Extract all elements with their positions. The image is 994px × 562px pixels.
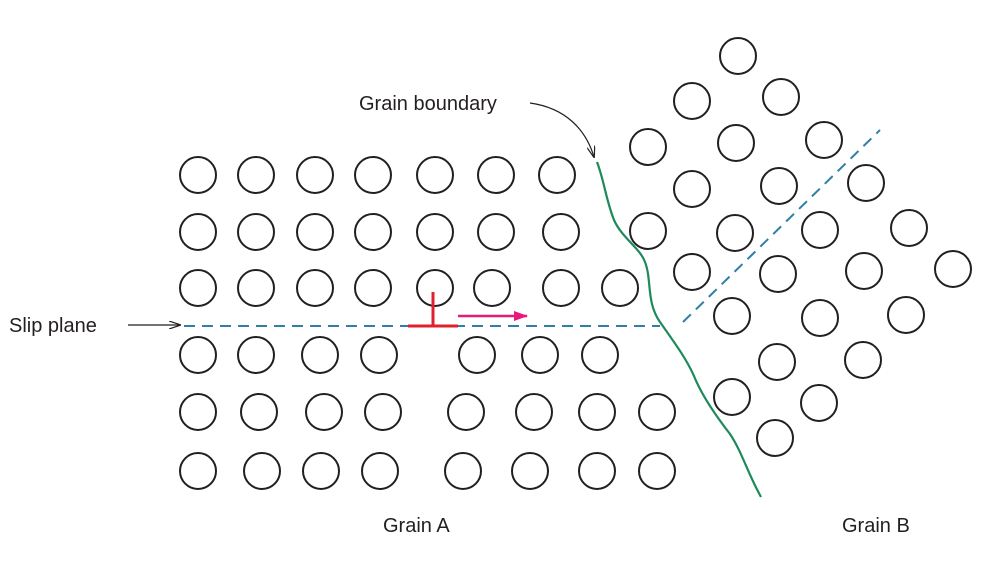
grain-a-atom [240, 393, 278, 431]
grain-a-atom [361, 452, 399, 490]
grain-b-atoms [629, 37, 972, 457]
grain-b-atom [760, 167, 798, 205]
grain-a-atom [601, 269, 639, 307]
grain-a-atom [354, 269, 392, 307]
grain-a-atom [581, 336, 619, 374]
grain-a-atom [305, 393, 343, 431]
edge-dislocation-symbol [408, 292, 458, 328]
grain-a-atom [638, 393, 676, 431]
grain-b-atom [673, 82, 711, 120]
grain-b-atom [887, 296, 925, 334]
grain-a-atom [447, 393, 485, 431]
grain-b-atom [716, 214, 754, 252]
grain-a-atom [458, 336, 496, 374]
grain-b-atom [717, 124, 755, 162]
grain-a-atom [444, 452, 482, 490]
grain-b-atom [801, 299, 839, 337]
grain-boundary-label: Grain boundary [359, 93, 497, 115]
grain-b-atom [719, 37, 757, 75]
grain-a-atom [302, 452, 340, 490]
grain-b-atom [673, 170, 711, 208]
grain-a-atom [364, 393, 402, 431]
grain-a-atom [416, 269, 454, 307]
grain-a-atom [237, 156, 275, 194]
grain-b-atom [756, 419, 794, 457]
grain-b-atom [762, 78, 800, 116]
grain-a-atom [296, 156, 334, 194]
grain-b-atom [713, 297, 751, 335]
grain-a-atom [416, 213, 454, 251]
grain-a-atom [354, 213, 392, 251]
grain-b-label: Grain B [842, 515, 910, 537]
grain-a-atom [301, 336, 339, 374]
grain-boundary-line [595, 161, 762, 498]
grain-b-atom [759, 255, 797, 293]
grain-b-atom [847, 164, 885, 202]
grain-b-atom [805, 121, 843, 159]
grain-boundary-arrow [529, 102, 594, 157]
grain-a-atom [354, 156, 392, 194]
slip-plane-grain-b [682, 129, 881, 323]
grain-a-atom [578, 452, 616, 490]
grain-a-atom [237, 336, 275, 374]
grain-b-atom [844, 341, 882, 379]
grain-b-atom [758, 343, 796, 381]
grain-b-atom [934, 250, 972, 288]
grain-a-atom [416, 156, 454, 194]
grain-a-atom [296, 269, 334, 307]
grain-a-atom [473, 269, 511, 307]
grain-a-atoms [179, 156, 676, 490]
grain-a-atom [243, 452, 281, 490]
grain-a-atom [237, 213, 275, 251]
grain-a-atom [296, 213, 334, 251]
grain-a-atom [638, 452, 676, 490]
grain-a-atom [179, 213, 217, 251]
grain-a-atom [515, 393, 553, 431]
grain-a-label: Grain A [383, 515, 450, 537]
grain-a-atom [360, 336, 398, 374]
slip-plane-label: Slip plane [9, 315, 97, 337]
grain-b-atom [845, 252, 883, 290]
grain-a-atom [477, 156, 515, 194]
grain-a-atom [179, 156, 217, 194]
grain-b-atom [890, 209, 928, 247]
grain-a-atom [538, 156, 576, 194]
grain-b-atom [629, 212, 667, 250]
grain-b-atom [801, 211, 839, 249]
grain-a-atom [179, 393, 217, 431]
grain-a-atom [179, 452, 217, 490]
grain-a-atom [237, 269, 275, 307]
grain-a-atom [542, 213, 580, 251]
grain-b-atom [713, 378, 751, 416]
grain-b-atom [800, 384, 838, 422]
grain-a-atom [542, 269, 580, 307]
grain-b-atom [673, 253, 711, 291]
grain-a-atom [477, 213, 515, 251]
grain-a-atom [511, 452, 549, 490]
grain-a-atom [578, 393, 616, 431]
grain-b-atom [629, 128, 667, 166]
grain-a-atom [521, 336, 559, 374]
grain-a-atom [179, 269, 217, 307]
grain-a-atom [179, 336, 217, 374]
